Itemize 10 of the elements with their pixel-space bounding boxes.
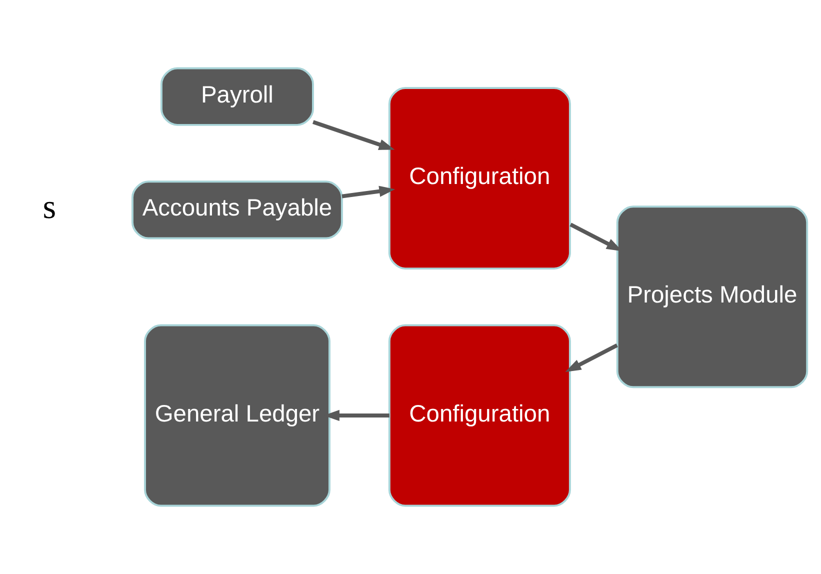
arrow — [565, 344, 618, 372]
node-box: Accounts Payable — [131, 180, 343, 240]
node-box: Configuration — [388, 324, 571, 507]
label: s — [42, 188, 56, 226]
node-box: Payroll — [160, 67, 314, 126]
node-box: Configuration — [388, 87, 571, 270]
node-box: Projects Module — [616, 206, 808, 388]
arrow — [342, 186, 396, 198]
node-box: General Ledger — [144, 324, 330, 507]
arrow — [312, 120, 395, 150]
